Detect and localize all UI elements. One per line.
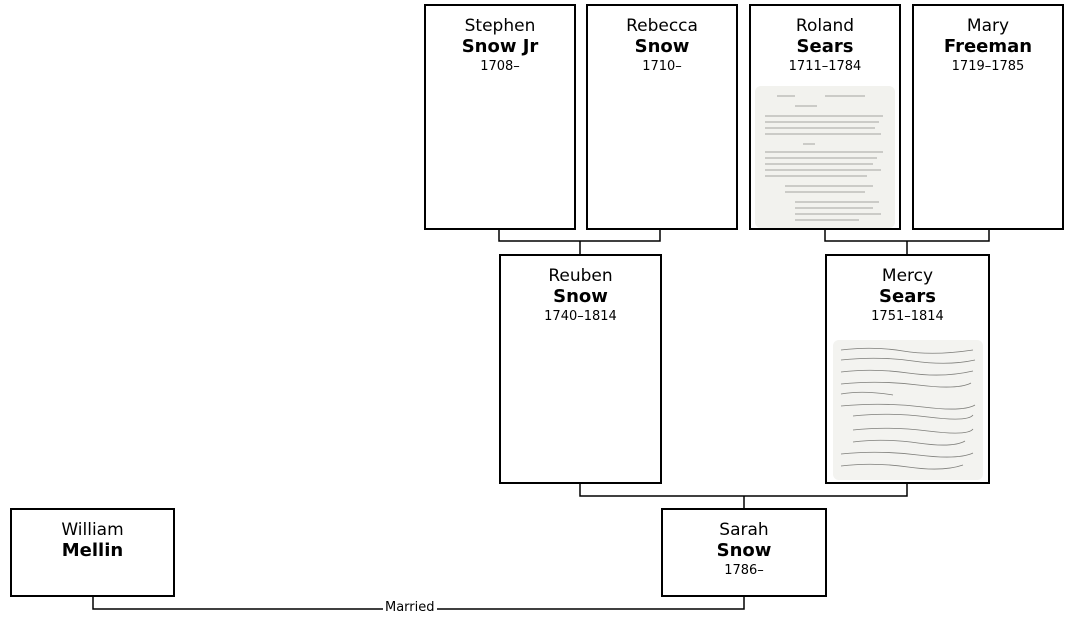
- couple-line-roland-mary: [824, 229, 990, 242]
- given-name: Mercy: [881, 266, 934, 286]
- surname: Snow Jr: [461, 36, 539, 57]
- given-name: Stephen: [464, 16, 536, 36]
- couple-line-stephen-rebecca: [498, 229, 661, 242]
- handwritten-document-image: [832, 340, 983, 480]
- document-photo[interactable]: [832, 340, 983, 480]
- surname: Mellin: [61, 540, 124, 561]
- given-name: Reuben: [548, 266, 613, 286]
- couple-line-reuben-mercy: [579, 483, 908, 497]
- surname: Snow: [634, 36, 690, 57]
- given-name: Sarah: [719, 520, 769, 540]
- given-name: Roland: [795, 16, 855, 36]
- life-dates: 1751–1814: [871, 309, 944, 324]
- person-card-sarah-snow[interactable]: Sarah Snow 1786–: [661, 508, 827, 597]
- person-card-roland-sears[interactable]: Roland Sears 1711–1784: [749, 4, 901, 230]
- life-dates: 1719–1785: [951, 59, 1025, 74]
- person-card-william-mellin[interactable]: William Mellin: [10, 508, 175, 597]
- person-card-mary-freeman[interactable]: Mary Freeman 1719–1785: [912, 4, 1064, 230]
- handwritten-document-image: [755, 86, 895, 228]
- marriage-label: Married: [383, 600, 437, 615]
- life-dates: 1786–: [724, 563, 764, 578]
- surname: Sears: [796, 36, 854, 57]
- life-dates: 1740–1814: [544, 309, 617, 324]
- given-name: William: [61, 520, 124, 540]
- life-dates: 1710–: [642, 59, 682, 74]
- person-card-stephen-snow-jr[interactable]: Stephen Snow Jr 1708–: [424, 4, 576, 230]
- person-card-reuben-snow[interactable]: Reuben Snow 1740–1814: [499, 254, 662, 484]
- given-name: Mary: [966, 16, 1010, 36]
- surname: Snow: [716, 540, 772, 561]
- given-name: Rebecca: [626, 16, 698, 36]
- person-card-rebecca-snow[interactable]: Rebecca Snow 1710–: [586, 4, 738, 230]
- document-photo[interactable]: [755, 86, 895, 228]
- surname: Sears: [879, 286, 936, 307]
- surname: Snow: [553, 286, 608, 307]
- life-dates: 1711–1784: [788, 59, 862, 74]
- surname: Freeman: [943, 36, 1033, 57]
- person-card-mercy-sears[interactable]: Mercy Sears 1751–1814: [825, 254, 990, 484]
- life-dates: 1708–: [480, 59, 520, 74]
